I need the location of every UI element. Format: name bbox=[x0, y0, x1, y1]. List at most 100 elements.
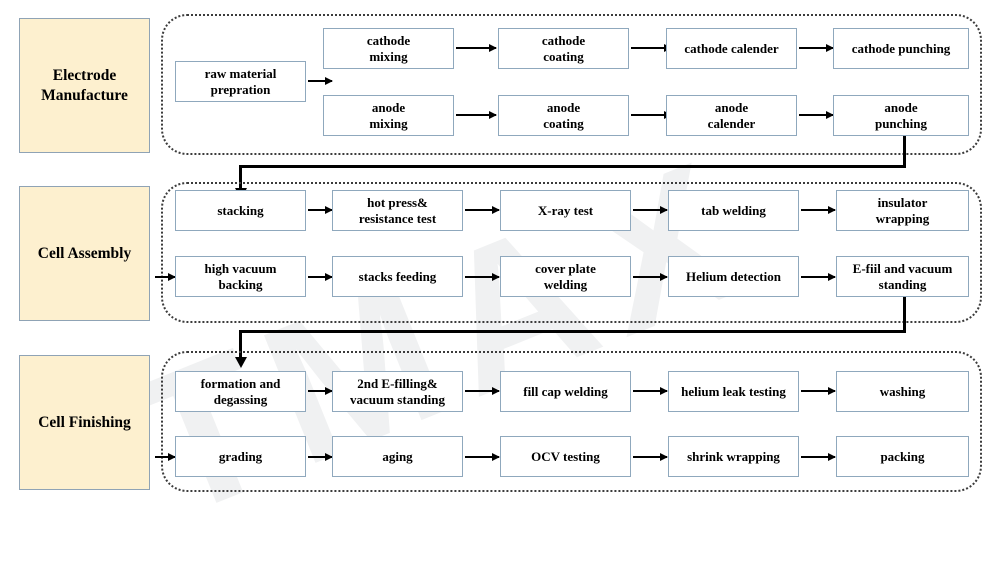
arrow-2ndefilling-to-fillcapwelding bbox=[465, 390, 499, 392]
box-label-line1: high vacuum bbox=[204, 260, 277, 276]
box-label-line2: coating bbox=[543, 115, 584, 131]
box-aging: aging bbox=[332, 436, 463, 477]
box-raw-material-prepration: raw material prepration bbox=[175, 61, 306, 102]
box-hot-press-resistance-test: hot press& resistance test bbox=[332, 190, 463, 231]
box-cathode-punching: cathode punching bbox=[833, 28, 969, 69]
box-label: stacking bbox=[217, 202, 264, 218]
connector-stage1-to-stage2-horizontal bbox=[239, 165, 906, 168]
box-label: X-ray test bbox=[537, 202, 594, 218]
box-label-line1: insulator bbox=[877, 194, 928, 210]
arrow-fillcapwelding-to-heliumleaktesting bbox=[633, 390, 667, 392]
box-label-line1: anode bbox=[714, 99, 749, 115]
arrow-cathode-calender-to-punching bbox=[799, 47, 833, 49]
box-grading: grading bbox=[175, 436, 306, 477]
box-formation-and-degassing: formation and degassing bbox=[175, 371, 306, 412]
box-label-line2: calender bbox=[707, 115, 756, 131]
box-shrink-wrapping: shrink wrapping bbox=[668, 436, 799, 477]
box-label-line2: vacuum standing bbox=[350, 391, 445, 407]
box-label-line2: wrapping bbox=[875, 210, 930, 226]
box-label: cathode punching bbox=[851, 40, 951, 56]
arrow-hotpress-to-xray bbox=[465, 209, 499, 211]
box-label: cathode calender bbox=[684, 40, 779, 56]
box-label: fill cap welding bbox=[523, 383, 608, 399]
box-label: washing bbox=[879, 383, 926, 399]
box-label: shrink wrapping bbox=[687, 448, 780, 464]
box-label-line1: cathode bbox=[541, 32, 586, 48]
box-packing: packing bbox=[836, 436, 969, 477]
arrow-cathode-mixing-to-coating bbox=[456, 47, 496, 49]
arrow-grading-to-aging bbox=[308, 456, 332, 458]
box-stacking: stacking bbox=[175, 190, 306, 231]
connector-stage2-to-stage3-horizontal bbox=[239, 330, 906, 333]
arrow-stacksfeeding-to-coverplate bbox=[465, 276, 499, 278]
arrow-coverplate-to-heliumdetection bbox=[633, 276, 667, 278]
box-2nd-efilling-vacuum-standing: 2nd E-filling& vacuum standing bbox=[332, 371, 463, 412]
box-label-line1: formation and bbox=[200, 375, 281, 391]
arrow-entry-cell-finishing bbox=[155, 456, 175, 458]
box-tab-welding: tab welding bbox=[668, 190, 799, 231]
arrow-rawmaterial-to-mixing bbox=[308, 80, 332, 82]
stage-label-line1: Cell Finishing bbox=[38, 413, 131, 431]
arrow-tabwelding-to-insulator bbox=[801, 209, 835, 211]
stage-label-cell-finishing: Cell Finishing bbox=[19, 355, 150, 490]
box-label-line2: standing bbox=[878, 276, 927, 292]
arrow-ocvtesting-to-shrinkwrapping bbox=[633, 456, 667, 458]
box-label: OCV testing bbox=[531, 448, 600, 464]
box-helium-leak-testing: helium leak testing bbox=[668, 371, 799, 412]
box-label-line2: punching bbox=[874, 115, 928, 131]
box-label-line1: cover plate bbox=[535, 260, 596, 276]
box-washing: washing bbox=[836, 371, 969, 412]
stage-label-line1: Electrode bbox=[52, 67, 117, 85]
arrow-formation-to-2ndefilling bbox=[308, 390, 332, 392]
box-label-line1: anode bbox=[884, 99, 918, 115]
box-cathode-mixing: cathode mixing bbox=[323, 28, 454, 69]
arrow-shrinkwrapping-to-packing bbox=[801, 456, 835, 458]
box-cathode-coating: cathode coating bbox=[498, 28, 629, 69]
arrow-stacking-to-hotpress bbox=[308, 209, 332, 211]
connector-stage2-to-stage3-arrowhead bbox=[234, 357, 247, 368]
box-label-line2: resistance test bbox=[358, 210, 437, 226]
box-label: helium leak testing bbox=[681, 383, 786, 399]
arrow-highvacuum-to-stacksfeeding bbox=[308, 276, 332, 278]
arrow-heliumdetection-to-efill bbox=[801, 276, 835, 278]
box-efill-and-vacuum-standing: E-fiil and vacuum standing bbox=[836, 256, 969, 297]
box-label: aging bbox=[382, 448, 413, 464]
box-label-line2: mixing bbox=[369, 48, 408, 64]
box-anode-calender: anode calender bbox=[666, 95, 797, 136]
box-label-line1: anode bbox=[371, 99, 406, 115]
arrow-anode-coating-to-calender bbox=[631, 114, 671, 116]
arrow-anode-calender-to-punching bbox=[799, 114, 833, 116]
connector-stage2-to-stage3-vertical-right bbox=[903, 297, 906, 332]
box-label: packing bbox=[880, 448, 925, 464]
box-label-line2: coating bbox=[543, 48, 584, 64]
box-label: stacks feeding bbox=[358, 268, 437, 284]
box-cover-plate-welding: cover plate welding bbox=[500, 256, 631, 297]
box-label-line2: backing bbox=[218, 276, 263, 292]
connector-stage1-to-stage2-vertical-left bbox=[239, 165, 242, 189]
stage-label-cell-assembly: Cell Assembly bbox=[19, 186, 150, 321]
box-label-line2: mixing bbox=[369, 115, 408, 131]
arrow-aging-to-ocvtesting bbox=[465, 456, 499, 458]
stage-label-line2: Manufacture bbox=[41, 86, 128, 104]
box-label-line2: welding bbox=[543, 276, 588, 292]
box-label-line1: anode bbox=[546, 99, 581, 115]
box-anode-coating: anode coating bbox=[498, 95, 629, 136]
box-label: raw material prepration bbox=[204, 65, 277, 97]
box-helium-detection: Helium detection bbox=[668, 256, 799, 297]
arrow-xray-to-tabwelding bbox=[633, 209, 667, 211]
stage-label-electrode-manufacture: Electrode Manufacture bbox=[19, 18, 150, 153]
box-xray-test: X-ray test bbox=[500, 190, 631, 231]
box-insulator-wrapping: insulator wrapping bbox=[836, 190, 969, 231]
box-label: tab welding bbox=[701, 202, 766, 218]
box-label-line1: cathode bbox=[366, 32, 411, 48]
box-label-line1: E-fiil and vacuum bbox=[852, 260, 953, 276]
stage-label-line1: Cell Assembly bbox=[37, 244, 132, 262]
box-label-line2: degassing bbox=[213, 391, 268, 407]
box-high-vacuum-backing: high vacuum backing bbox=[175, 256, 306, 297]
box-anode-punching: anode punching bbox=[833, 95, 969, 136]
box-label-line1: hot press& bbox=[367, 194, 428, 210]
arrow-heliumleaktesting-to-washing bbox=[801, 390, 835, 392]
box-fill-cap-welding: fill cap welding bbox=[500, 371, 631, 412]
arrow-entry-cell-assembly bbox=[155, 276, 175, 278]
